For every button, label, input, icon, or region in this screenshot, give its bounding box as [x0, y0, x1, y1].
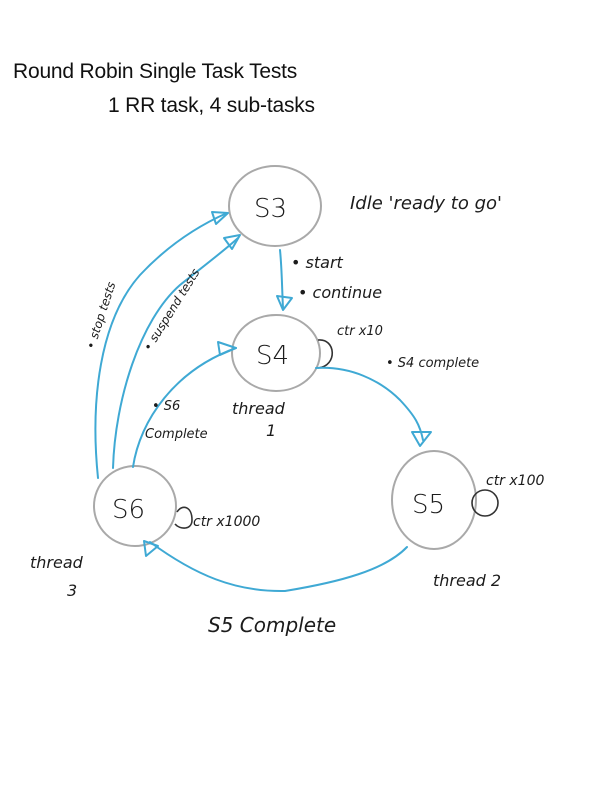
transition-s4-to-s5	[315, 366, 432, 447]
state-s6-self-loop-icon	[174, 506, 193, 529]
transition-s6-to-s3-suspend	[112, 234, 241, 469]
state-s6-thread-label: thread	[30, 553, 84, 572]
state-s4-self-loop-icon	[317, 339, 333, 369]
transition-s6-s4-label-line1: • S6	[152, 399, 180, 414]
state-s3-label: S3	[254, 194, 287, 224]
state-s4-circle	[231, 314, 321, 392]
transition-s6-s3-stop-label: • stop tests	[84, 280, 119, 351]
transition-s4-s5-line	[315, 366, 424, 441]
transition-s6-to-s4	[132, 341, 237, 468]
transition-s3-s4-label-continue: • continue	[298, 283, 382, 302]
state-s5-label: S5	[412, 490, 445, 520]
state-s6-label: S6	[112, 495, 145, 525]
diagram-subtitle: 1 RR task, 4 sub-tasks	[108, 94, 315, 117]
transition-s5-to-s6	[143, 540, 408, 593]
state-s4-label: S4	[256, 341, 289, 371]
transition-s4-s5-label: • S4 complete	[386, 356, 479, 371]
arrowhead-icon	[217, 341, 237, 356]
transition-s5-s6-label: S5 Complete	[208, 613, 336, 637]
state-s6: S6	[93, 465, 177, 547]
state-s4-loop-label: ctr x10	[337, 324, 383, 339]
state-s5-self-loop-icon	[471, 489, 499, 517]
state-s4-thread-number: 1	[266, 421, 276, 440]
transition-s6-s3-stop-line	[94, 212, 228, 479]
arrowhead-icon	[276, 295, 293, 311]
state-s3-circle	[228, 165, 322, 247]
transition-s3-to-s4	[276, 249, 293, 311]
state-s3: S3	[228, 165, 322, 247]
transition-s6-s4-line	[132, 347, 237, 468]
state-s6-thread-number: 3	[67, 581, 77, 600]
transition-s6-s3-suspend-label: • suspend tests	[141, 266, 203, 353]
diagram-title: Round Robin Single Task Tests	[13, 60, 298, 83]
arrowhead-icon	[143, 540, 159, 557]
transition-s6-s4-label-line2: Complete	[145, 427, 208, 442]
state-s3-note: Idle 'ready to go'	[350, 193, 502, 214]
transition-s3-s4-label-start: • start	[291, 253, 344, 272]
transition-s6-s3-suspend-line	[112, 237, 239, 469]
transition-s6-to-s3-stop	[94, 211, 229, 479]
state-s5: S5	[391, 450, 477, 550]
state-s6-circle	[93, 465, 177, 547]
state-s5-loop-label: ctr x100	[486, 473, 544, 489]
state-s4-thread-label: thread	[232, 399, 286, 418]
state-s6-loop-label: ctr x1000	[193, 514, 260, 530]
state-s5-thread-label: thread 2	[433, 571, 501, 590]
state-s4: S4	[231, 314, 321, 392]
state-s5-circle	[391, 450, 477, 550]
arrowhead-icon	[223, 234, 241, 250]
arrowhead-icon	[211, 211, 229, 225]
transition-s3-s4-line	[279, 249, 284, 309]
arrowhead-icon	[411, 431, 432, 447]
transition-s5-s6-line	[149, 541, 408, 593]
